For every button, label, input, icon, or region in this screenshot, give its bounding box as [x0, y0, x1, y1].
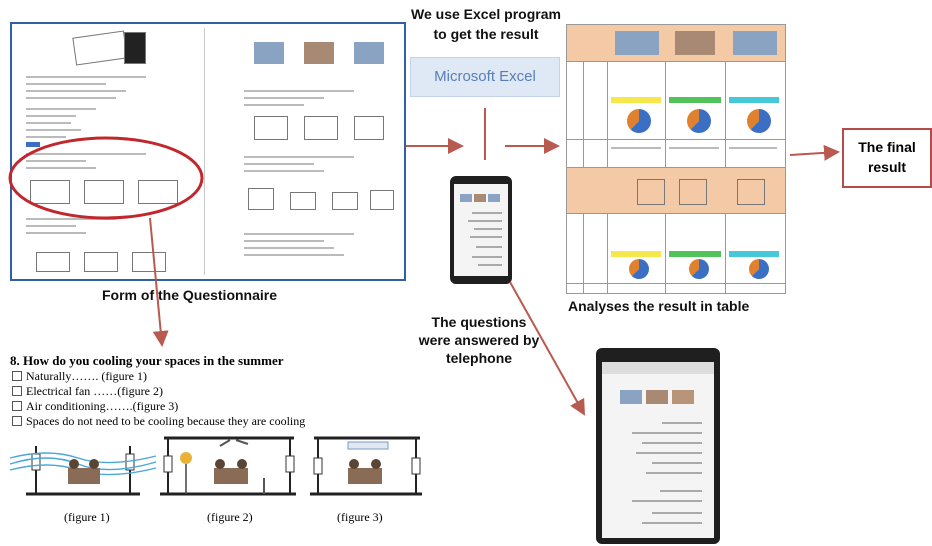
- figure-3-illustration: [310, 436, 422, 496]
- results-table-image: [566, 24, 786, 294]
- option-checkbox-4: [12, 416, 22, 426]
- questionnaire-page-right: [214, 28, 398, 275]
- final-result-label: The final result: [858, 139, 916, 175]
- question-title: 8. How do you cooling your spaces in the…: [10, 353, 284, 368]
- phone-image: [450, 176, 512, 284]
- final-result-box: The final result: [842, 128, 932, 188]
- figure-1-illustration: [9, 446, 157, 496]
- option-checkbox-3: [12, 401, 22, 411]
- cooling-figures: [9, 436, 422, 496]
- table-caption: Analyses the result in table: [568, 298, 750, 314]
- option-naturally: Naturally……. (figure 1): [26, 369, 147, 383]
- option-no-cooling: Spaces do not need to be cooling because…: [26, 414, 306, 428]
- arrow-table-to-final: [789, 144, 840, 161]
- figure-2-caption: (figure 2): [207, 510, 253, 524]
- option-electrical-fan: Electrical fan ……(figure 2): [26, 384, 163, 398]
- option-checkbox-1: [12, 371, 22, 381]
- phone-large-image: [596, 348, 720, 544]
- questionnaire-form-image: [10, 22, 406, 281]
- figure-1-caption: (figure 1): [64, 510, 110, 524]
- microsoft-excel-banner: Microsoft Excel: [410, 57, 560, 97]
- option-checkbox-2: [12, 386, 22, 396]
- figure-2-illustration: [160, 436, 296, 496]
- arrow-phone-to-large-phone: [509, 281, 585, 416]
- form-caption: Form of the Questionnaire: [102, 287, 278, 303]
- figure-3-caption: (figure 3): [337, 510, 383, 524]
- arrow-to-question: [149, 217, 169, 347]
- phone-caption: The questions were answered by telephone: [418, 314, 540, 366]
- option-air-conditioning: Air conditioning…….(figure 3): [26, 399, 179, 413]
- highlight-ellipse: [8, 136, 204, 220]
- excel-caption: We use Excel program to get the result: [411, 6, 561, 42]
- questionnaire-page-left: [16, 28, 205, 275]
